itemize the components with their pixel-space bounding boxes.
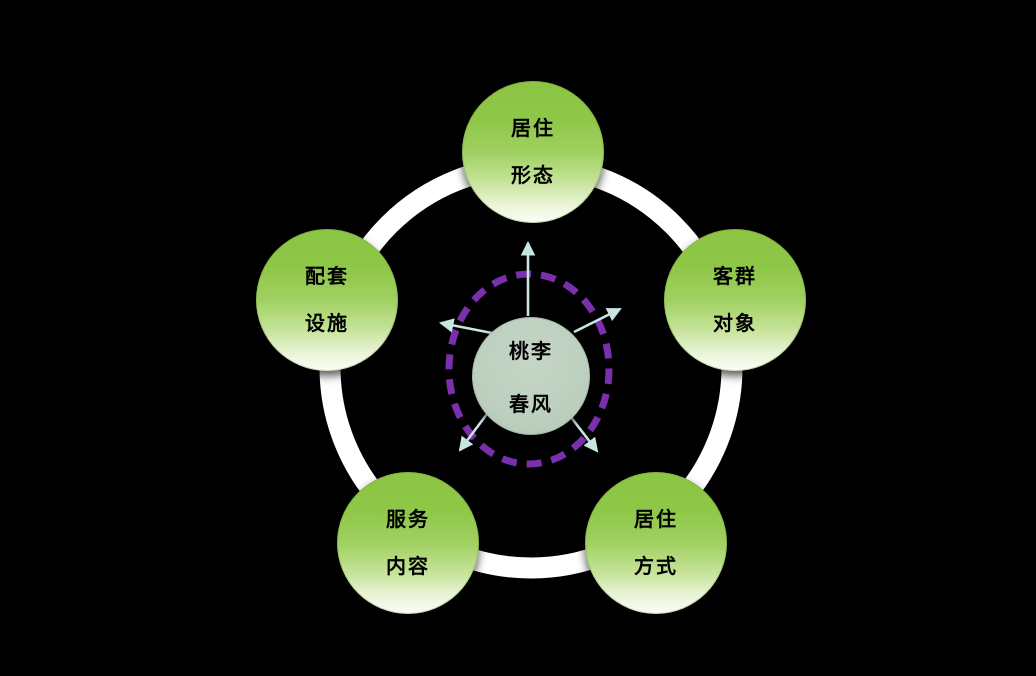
center-label-line: 春风 (509, 394, 553, 416)
arrow-lower-left-icon (458, 413, 489, 452)
node-label-line: 居住 (511, 117, 555, 140)
node-label-line: 内容 (386, 555, 430, 578)
node-label-line: 形态 (511, 164, 555, 187)
node-service-content: 服务 内容 (337, 472, 479, 614)
node-label-line: 服务 (386, 508, 430, 531)
node-label-line: 设施 (305, 312, 349, 335)
node-label-line: 居住 (634, 508, 678, 531)
arrow-upper-right-icon (573, 307, 622, 334)
node-living-mode: 居住 方式 (585, 472, 727, 614)
node-living-form: 居住 形态 (462, 81, 604, 223)
node-label-line: 对象 (713, 312, 757, 335)
node-label-line: 客群 (713, 265, 757, 288)
node-label-line: 方式 (634, 555, 678, 578)
node-label-line: 配套 (305, 265, 349, 288)
node-supporting-facilities: 配套 设施 (256, 229, 398, 371)
arrow-lower-right-icon (565, 411, 599, 453)
node-customer-group: 客群 对象 (664, 229, 806, 371)
node-center-taoli-chunfeng: 桃李 春风 (472, 317, 590, 435)
center-label-line: 桃李 (509, 341, 553, 363)
arrow-left-icon (438, 318, 498, 336)
